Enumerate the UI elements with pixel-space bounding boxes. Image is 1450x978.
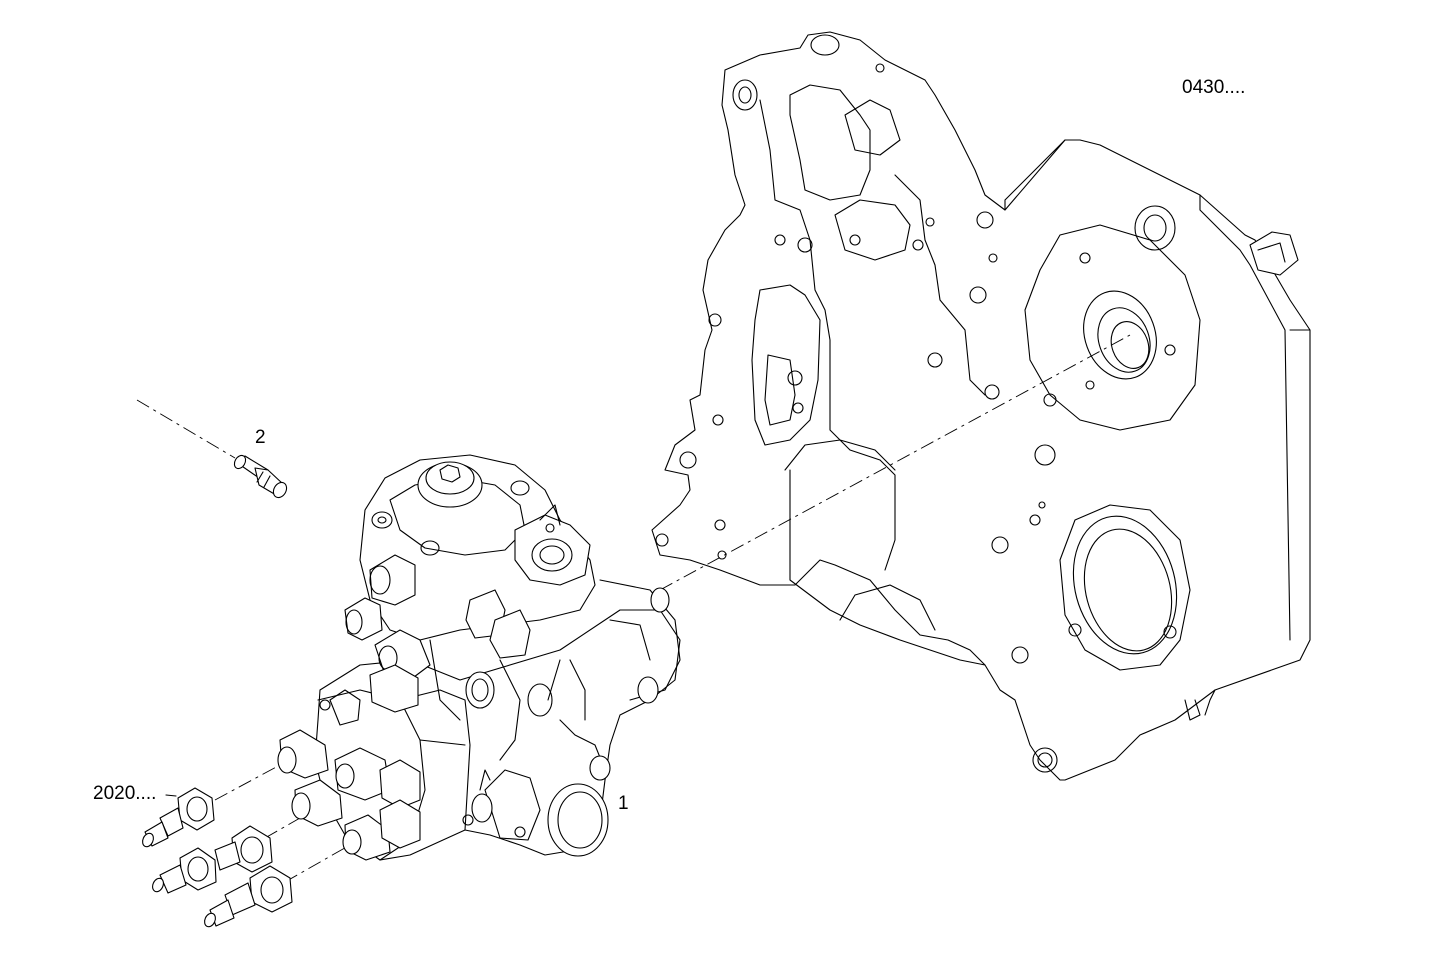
sensor-axis-line bbox=[136, 399, 236, 459]
callout-timing-cover: 0430.... bbox=[1182, 77, 1246, 98]
sensor-part bbox=[233, 454, 288, 499]
injector-axis-line-2 bbox=[264, 817, 301, 839]
timing-cover-housing bbox=[651, 31, 1311, 781]
injection-pump bbox=[277, 454, 681, 861]
injector-fittings bbox=[142, 787, 293, 928]
callout-sensor: 2 bbox=[255, 427, 266, 448]
injector-axis-line-3 bbox=[284, 844, 351, 883]
callout-injector-lines: 2020.... bbox=[93, 783, 157, 804]
injector-axis-line-1 bbox=[214, 764, 281, 801]
callout-injection-pump: 1 bbox=[618, 793, 629, 814]
pump-shaft-axis-line bbox=[659, 334, 1131, 591]
